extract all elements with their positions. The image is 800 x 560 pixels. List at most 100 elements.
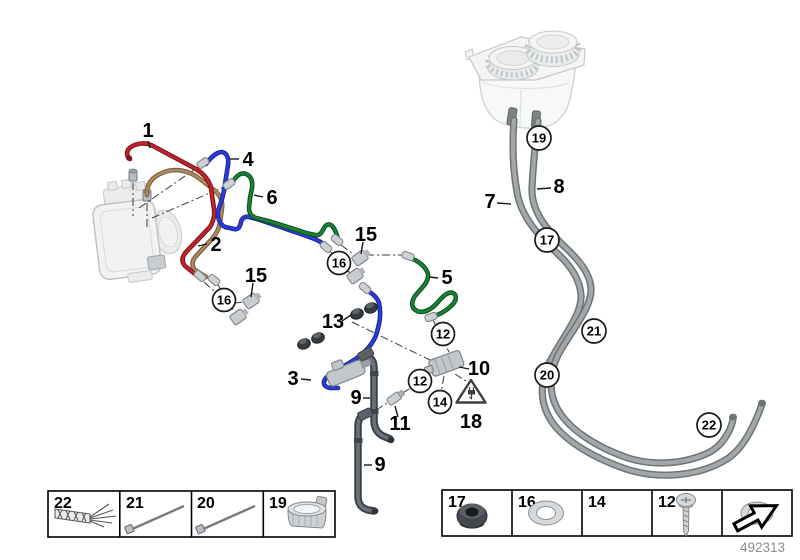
legend-cell-16[interactable]: 16 <box>518 494 564 526</box>
pipe-union-15 <box>242 292 262 310</box>
pipe-union-15 <box>229 308 249 326</box>
callout-label[interactable]: 5 <box>441 267 452 289</box>
callout-8[interactable]: 8 <box>536 176 565 198</box>
callout-label[interactable]: 3 <box>287 368 298 390</box>
legend-cell-arrow[interactable] <box>730 495 782 538</box>
callout-3[interactable]: 3 <box>287 368 312 390</box>
callout-label[interactable]: 9 <box>350 387 361 409</box>
callout-label[interactable]: 7 <box>484 191 495 213</box>
callout-circled-14[interactable]: 14 <box>427 389 453 415</box>
callout-label[interactable]: 19 <box>532 131 546 146</box>
cable-tie-icon <box>195 504 256 535</box>
pipe-fitting <box>222 178 236 190</box>
callout-label[interactable]: 1 <box>142 120 153 142</box>
callout-label[interactable]: 15 <box>355 224 377 246</box>
vent-pipe-9-lower <box>354 407 379 515</box>
legend-cell-label[interactable]: 14 <box>588 494 606 511</box>
callout-label[interactable]: 20 <box>540 368 554 383</box>
legend-cell-21[interactable]: 21 <box>124 495 185 535</box>
callout-label[interactable]: 4 <box>242 149 254 171</box>
connector-block-3 <box>325 358 372 387</box>
callout-9b[interactable]: 9 <box>364 454 386 476</box>
continuation-arrow-icon[interactable] <box>730 495 782 538</box>
callout-2[interactable]: 2 <box>197 234 222 256</box>
brake-pipe-green-5 <box>407 255 459 319</box>
callout-circled-12a[interactable]: 12 <box>430 321 456 347</box>
legend-cell-label[interactable]: 21 <box>126 495 144 512</box>
callout-label[interactable]: 8 <box>553 176 564 198</box>
callout-label[interactable]: 17 <box>540 233 554 248</box>
electrical-hazard-triangle-icon <box>455 378 487 404</box>
pipe-fitting <box>193 269 207 283</box>
callout-label[interactable]: 15 <box>245 265 267 287</box>
callout-circled-12b[interactable]: 12 <box>407 368 433 394</box>
callout-label[interactable]: 16 <box>217 293 231 308</box>
legend-cell-label[interactable]: 22 <box>54 495 72 512</box>
callout-circled-21[interactable]: 21 <box>581 318 607 344</box>
legend-cell-17[interactable]: 17 <box>448 494 488 529</box>
callout-label[interactable]: 21 <box>587 324 601 339</box>
callout-9a[interactable]: 9 <box>350 387 370 409</box>
callout-label[interactable]: 16 <box>332 256 346 271</box>
callout-circled-20[interactable]: 20 <box>534 362 560 388</box>
callout-13[interactable]: 13 <box>322 311 352 333</box>
callout-label[interactable]: 14 <box>433 395 448 410</box>
callout-11[interactable]: 11 <box>389 405 411 435</box>
pipe-fitting <box>207 273 221 287</box>
callout-label[interactable]: 11 <box>389 413 410 435</box>
pipe-fitting <box>196 157 210 169</box>
callout-15a[interactable]: 15 <box>245 265 267 298</box>
legend-cell-label[interactable]: 20 <box>197 495 215 512</box>
callout-circled-22[interactable]: 22 <box>696 412 722 438</box>
callout-10[interactable]: 10 <box>458 358 490 380</box>
braided-sleeve-icon <box>54 503 117 528</box>
cable-tie-icon <box>124 504 185 535</box>
grommet-13 <box>297 302 378 350</box>
callout-4[interactable]: 4 <box>230 149 254 171</box>
legend-table-left: 22 21 20 19 <box>47 490 336 538</box>
filler-hose-8 <box>528 117 737 467</box>
clamp-icon <box>287 495 328 529</box>
callout-label[interactable]: 12 <box>436 327 450 342</box>
callout-circled-17[interactable]: 17 <box>534 227 560 253</box>
legend-cell-19[interactable]: 19 <box>269 495 328 529</box>
brake-pipe-blue-3 <box>321 287 383 391</box>
callout-label[interactable]: 6 <box>266 187 277 209</box>
callout-label[interactable]: 22 <box>702 418 716 433</box>
callout-6[interactable]: 6 <box>253 187 278 209</box>
pipe-fitting <box>358 281 372 295</box>
callout-18[interactable]: 18 <box>460 411 482 433</box>
callout-label[interactable]: 12 <box>413 374 427 389</box>
filler-hose-7 <box>509 116 766 479</box>
fitting-11 <box>386 389 406 406</box>
legend-cell-22[interactable]: 22 <box>54 495 117 528</box>
pipe-fitting <box>424 311 438 323</box>
callout-15b[interactable]: 15 <box>355 224 377 255</box>
legend-cell-20[interactable]: 20 <box>195 495 256 535</box>
callout-label[interactable]: 13 <box>322 311 344 333</box>
callout-circled-16a[interactable]: 16 <box>211 287 237 313</box>
figure-number: 492313 <box>740 540 785 555</box>
brake-pipe-green <box>229 171 341 242</box>
callout-circled-16b[interactable]: 16 <box>326 250 352 276</box>
callout-7[interactable]: 7 <box>484 191 512 213</box>
legend-cell-label[interactable]: 17 <box>448 494 466 511</box>
pipe-port-stud <box>128 168 138 182</box>
legend-table-right: 17 16 14 12 <box>441 489 793 538</box>
screw-icon <box>676 493 696 538</box>
callout-label[interactable]: 10 <box>468 358 490 380</box>
callout-1[interactable]: 1 <box>142 120 154 149</box>
callout-5[interactable]: 5 <box>428 267 453 289</box>
washer-icon <box>528 500 564 526</box>
brake-fluid-reservoir <box>464 30 586 129</box>
pipe-union-15 <box>351 249 371 267</box>
callout-label[interactable]: 2 <box>210 234 221 256</box>
legend-cell-label[interactable]: 19 <box>269 495 287 512</box>
legend-cell-label[interactable]: 12 <box>658 494 676 511</box>
legend-cell-14[interactable]: 14 <box>588 493 696 538</box>
grommet-icon <box>456 503 488 529</box>
callout-label[interactable]: 9 <box>374 454 385 476</box>
callout-label[interactable]: 18 <box>460 411 482 433</box>
callout-circled-19[interactable]: 19 <box>526 125 552 151</box>
